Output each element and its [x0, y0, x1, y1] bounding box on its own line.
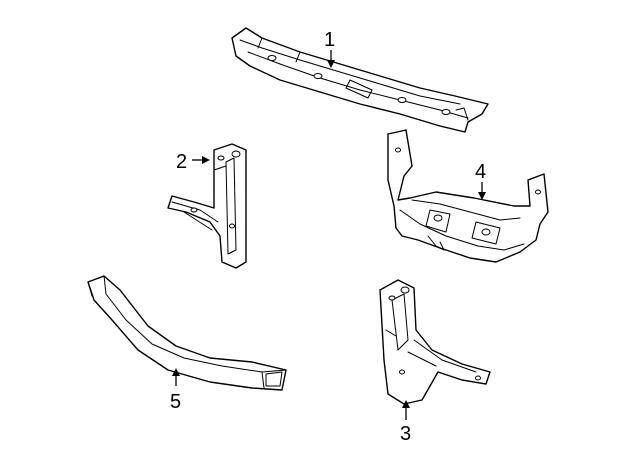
callout-4-label: 4: [475, 161, 486, 183]
callout-3: 3: [400, 400, 411, 445]
part-1-upper-tie-bar[interactable]: [231, 27, 489, 133]
callout-5: 5: [170, 368, 181, 413]
part-4-lower-support[interactable]: [387, 129, 549, 263]
callout-2-label: 2: [176, 151, 187, 173]
callout-5-label: 5: [170, 391, 181, 413]
callout-1-label: 1: [324, 29, 335, 51]
part-3-right-bracket[interactable]: [379, 279, 491, 405]
part-5-lower-rail[interactable]: [87, 275, 287, 391]
callout-3-label: 3: [400, 423, 411, 445]
callout-1: 1: [324, 29, 335, 68]
callout-4: 4: [475, 161, 486, 200]
callout-2: 2: [176, 151, 210, 173]
part-2-left-bracket[interactable]: [167, 143, 247, 269]
